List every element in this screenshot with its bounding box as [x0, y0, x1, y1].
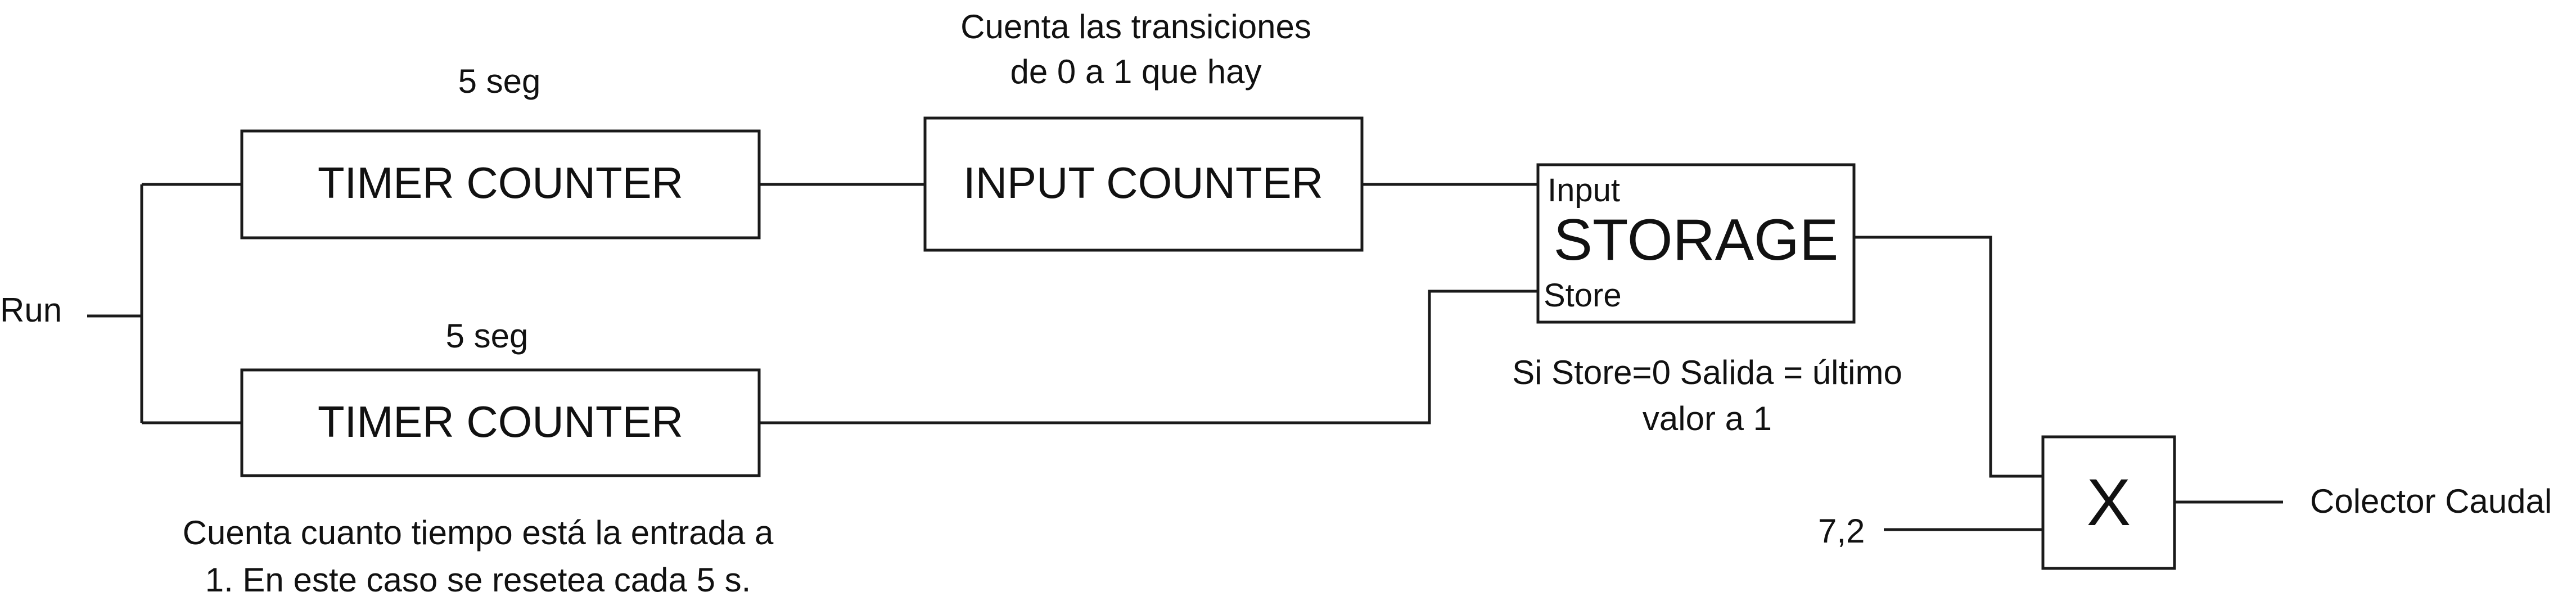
output-label: Colector Caudal	[2310, 482, 2552, 520]
input-counter-box	[923, 116, 1364, 252]
timer-top-period: 5 seg	[458, 62, 541, 100]
input-counter-label: INPUT COUNTER	[963, 158, 1323, 207]
storage-port-store: Store	[1544, 277, 1622, 314]
timer-counter-top: 5 seg TIMER COUNTER	[240, 62, 761, 240]
multiplier: 7,2 X	[1818, 435, 2176, 570]
input-counter: Cuenta las transiciones de 0 a 1 que hay…	[923, 8, 1364, 252]
multiplier-constant: 7,2	[1818, 512, 1865, 550]
storage-note-line1: Si Store=0 Salida = último	[1512, 354, 1902, 391]
timer-to-store-wire	[759, 290, 1538, 424]
storage-port-input: Input	[1548, 172, 1620, 209]
storage-to-multiplier-wire	[1854, 236, 2043, 478]
storage: Input STORAGE Store Si Store=0 Salida = …	[1512, 163, 1902, 437]
timer-top-label: TIMER COUNTER	[318, 158, 683, 207]
timer-bottom-label: TIMER COUNTER	[318, 397, 683, 446]
storage-note-line2: valor a 1	[1643, 400, 1772, 437]
timer-note-line1: Cuenta cuanto tiempo está la entrada a	[183, 514, 774, 552]
run-label: Run	[0, 291, 62, 329]
timer-note-line2: 1. En este caso se resetea cada 5 s.	[205, 561, 751, 599]
multiplier-box	[2041, 435, 2176, 570]
timer-bottom-box	[240, 368, 761, 477]
wires	[87, 183, 2283, 531]
timer-top-box	[240, 129, 761, 240]
storage-box	[1536, 163, 1856, 324]
timer-bottom-period: 5 seg	[446, 317, 529, 355]
input-counter-note-line2: de 0 a 1 que hay	[1010, 53, 1261, 91]
multiplier-label: X	[2087, 466, 2131, 540]
timer-counter-bottom: 5 seg TIMER COUNTER Cuenta cuanto tiempo…	[183, 317, 774, 599]
input-counter-note-line1: Cuenta las transiciones	[960, 8, 1311, 46]
storage-label: STORAGE	[1554, 207, 1839, 273]
